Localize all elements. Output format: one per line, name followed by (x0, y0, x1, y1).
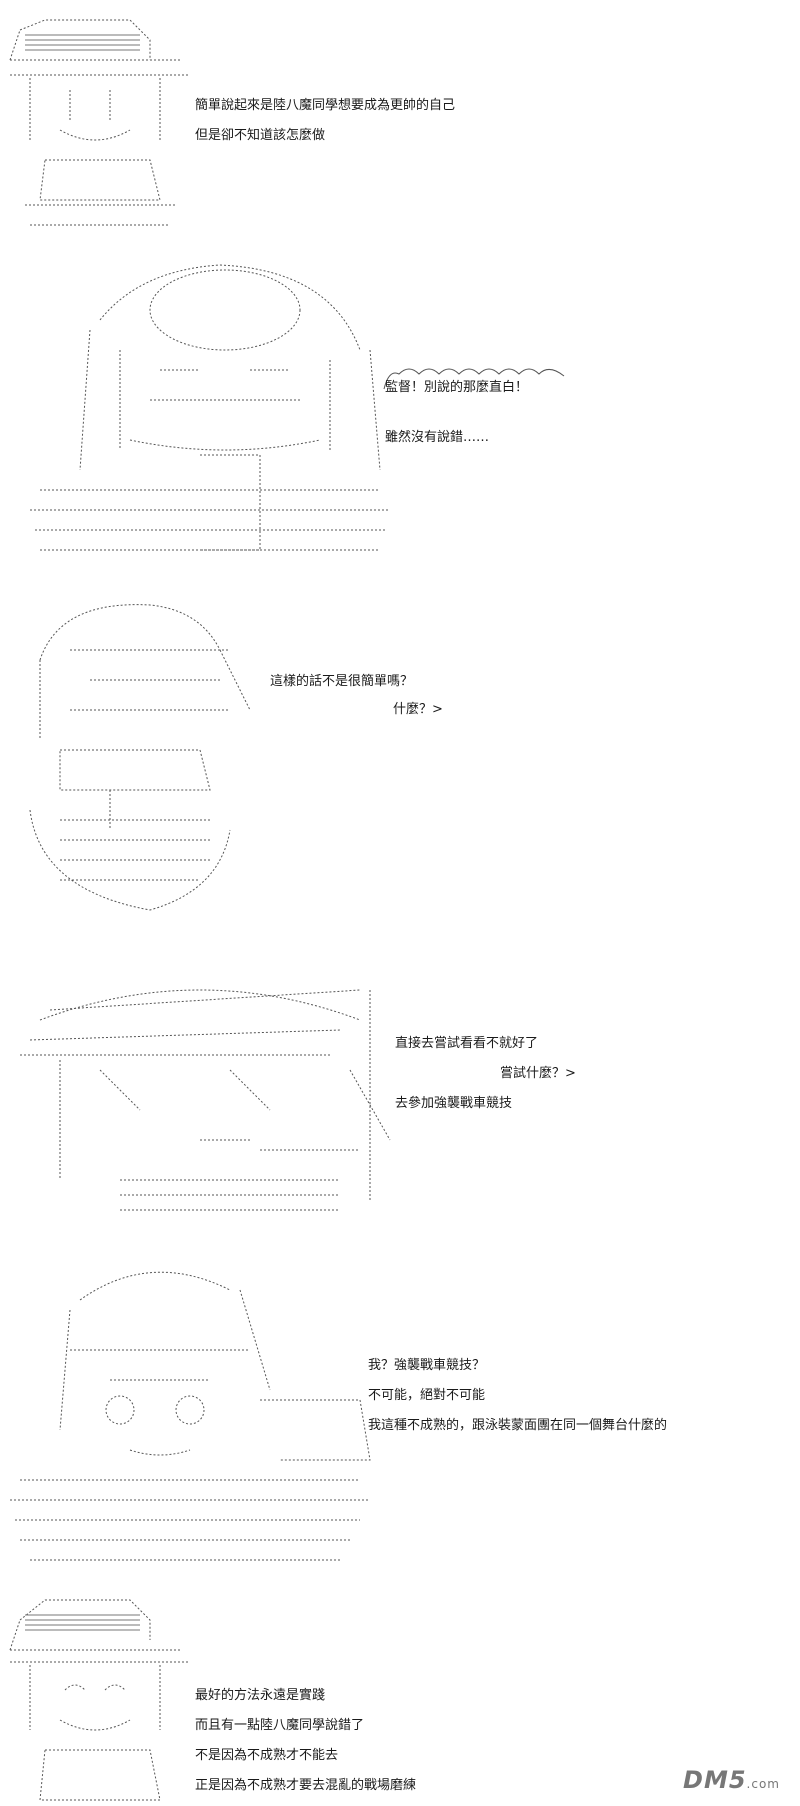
panel-6: 最好的方法永遠是實踐 而且有一點陸八魔同學說錯了 不是因為不成熟才不能去 正是因… (0, 1590, 800, 1806)
panel-3: 這樣的話不是很簡單嗎？ 什麼？> (0, 590, 800, 930)
dialogue-line: 直接去嘗試看看不就好了 (395, 1036, 539, 1051)
panel-2: 監督！別說的那麼直白！ 雖然沒有說錯…… (0, 250, 800, 570)
dialogue-line: 我？強襲戰車競技？ (368, 1358, 486, 1373)
dialogue-line: 而且有一點陸八魔同學說錯了 (195, 1718, 365, 1733)
dialogue-line: 什麼？> (393, 702, 443, 717)
watermark-suffix: .com (746, 1777, 780, 1791)
ascii-art-character-hat (0, 590, 280, 930)
dialogue-line: 雖然沒有說錯…… (385, 430, 490, 445)
dialogue-line: 我這種不成熟的，跟泳裝蒙面團在同一個舞台什麼的 (368, 1418, 668, 1433)
ascii-art-character-glasses (0, 1250, 380, 1580)
panel-4: 直接去嘗試看看不就好了 嘗試什麼？> 去參加強襲戰車競技 (0, 960, 800, 1240)
dialogue-line: 嘗試什麼？> (500, 1066, 576, 1081)
dialogue-line: 不是因為不成熟才不能去 (195, 1748, 339, 1763)
panel-1: 簡單說起來是陸八魔同學想要成為更帥的自己 但是卻不知道該怎麼做 (0, 0, 800, 240)
bubble-text: 監督！別說的那麼直白！ (385, 380, 529, 395)
ascii-art-character-curly (0, 250, 400, 570)
ascii-art-character-capped (0, 0, 200, 240)
watermark-logo: DM5.com (683, 1766, 780, 1794)
dialogue-line: 最好的方法永遠是實踐 (195, 1688, 326, 1703)
dialogue-line: 去參加強襲戰車競技 (395, 1096, 513, 1111)
dialogue-line: 簡單說起來是陸八魔同學想要成為更帥的自己 (195, 98, 456, 113)
ascii-art-character-capped-smile (0, 1590, 200, 1806)
dialogue-line: 不可能，絕對不可能 (368, 1388, 486, 1403)
speech-bubble: 監督！別說的那麼直白！ (383, 368, 565, 395)
watermark-text: DM5 (683, 1766, 747, 1794)
ascii-art-character-hat-wide (0, 960, 400, 1240)
dialogue-line: 但是卻不知道該怎麼做 (195, 128, 326, 143)
panel-5: 我？強襲戰車競技？ 不可能，絕對不可能 我這種不成熟的，跟泳裝蒙面團在同一個舞台… (0, 1250, 800, 1580)
dialogue-line: 這樣的話不是很簡單嗎？ (270, 674, 414, 689)
dialogue-line: 正是因為不成熟才要去混亂的戰場磨練 (195, 1778, 417, 1793)
